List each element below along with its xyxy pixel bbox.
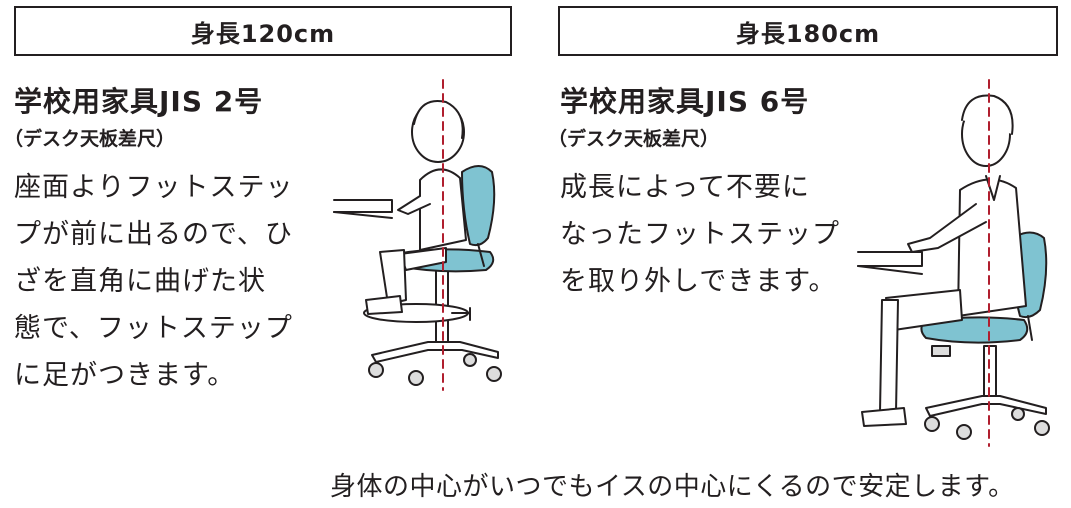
right-desc-line: なったフットステップ <box>560 219 840 250</box>
caption: 身体の中心がいつでもイスの中心にくるので安定します。 <box>330 472 1015 502</box>
right-spec-title: 学校用家具JIS 6号 <box>560 85 810 118</box>
right-desc-line: 成長によって不要に <box>560 172 810 203</box>
left-spec-subtitle: （デスク天板差尺） <box>4 128 176 150</box>
height-120cm-header: 身長120cm <box>14 6 512 56</box>
left-desc-line: 座面よりフットステッ <box>14 172 294 203</box>
left-desc-line: ざを直角に曲げた状 <box>14 266 266 297</box>
left-desc-line: 態で、フットステップ <box>14 313 293 344</box>
right-desc-line: を取り外しできます。 <box>560 266 837 297</box>
left-desc-line: に足がつきます。 <box>14 360 236 391</box>
right-spec-subtitle: （デスク天板差尺） <box>548 128 720 150</box>
left-footstep-knob <box>451 307 471 321</box>
right-desk <box>857 251 923 275</box>
left-desc-line: プが前に出るので、ひ <box>14 219 293 250</box>
height-180cm-header: 身長180cm <box>558 6 1058 56</box>
child-figure <box>365 100 467 315</box>
left-desk <box>333 199 393 219</box>
right-description: 成長によって不要に なったフットステップ を取り外しできます。 <box>560 164 840 305</box>
left-description: 座面よりフットステッ プが前に出るので、ひ ざを直角に曲げた状 態で、フットステ… <box>14 164 293 399</box>
left-chair-backrest <box>461 165 496 247</box>
adult-figure <box>861 94 1027 427</box>
right-chair-seat <box>920 316 1029 344</box>
left-spec-title: 学校用家具JIS 2号 <box>14 85 264 118</box>
right-chair-base <box>924 345 1050 440</box>
